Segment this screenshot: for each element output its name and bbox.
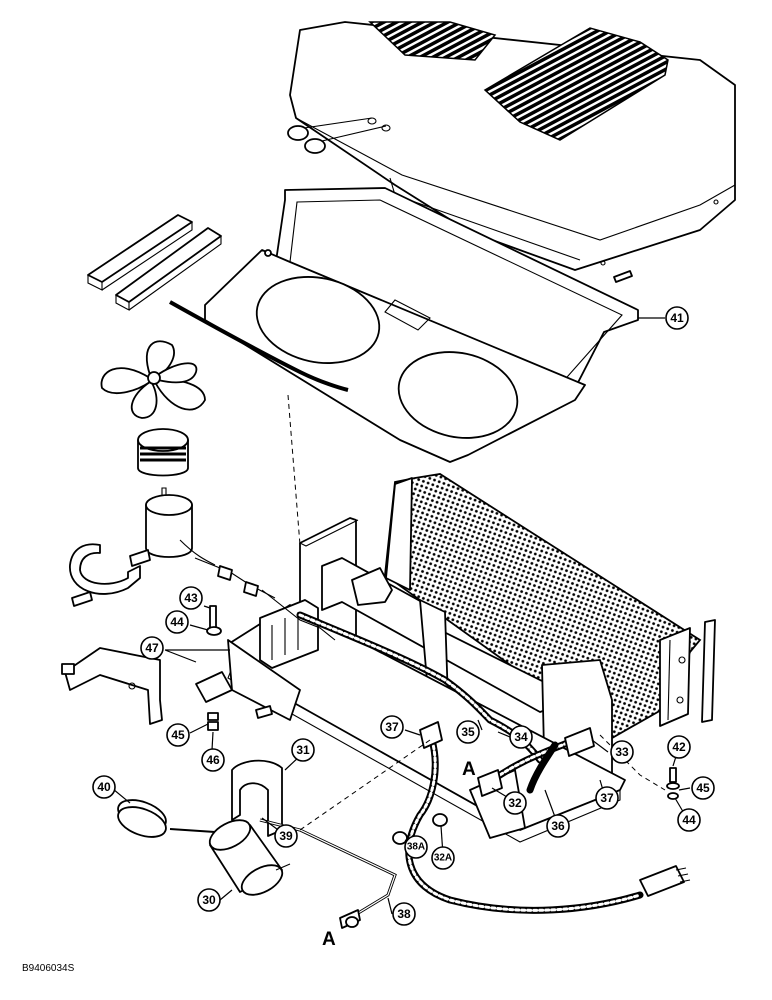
svg-text:44: 44 bbox=[170, 615, 184, 629]
svg-text:32A: 32A bbox=[434, 853, 452, 864]
figure-id: B9406034S bbox=[22, 963, 75, 974]
callout-38a: 38A bbox=[404, 835, 428, 859]
svg-text:41: 41 bbox=[670, 311, 684, 325]
svg-text:46: 46 bbox=[206, 753, 220, 767]
small-bracket bbox=[195, 671, 233, 703]
condenser-core bbox=[384, 473, 702, 740]
svg-text:44: 44 bbox=[682, 813, 696, 827]
callout-43: 43 bbox=[179, 586, 203, 610]
svg-text:47: 47 bbox=[145, 641, 159, 655]
svg-text:31: 31 bbox=[296, 743, 310, 757]
callout-37-right: 37 bbox=[595, 786, 619, 810]
callout-35: 35 bbox=[456, 720, 480, 744]
callout-33: 33 bbox=[610, 740, 634, 764]
callout-46: 46 bbox=[201, 748, 225, 772]
callout-44-right: 44 bbox=[677, 808, 701, 832]
foam-strips bbox=[87, 214, 222, 311]
svg-text:43: 43 bbox=[184, 591, 198, 605]
callout-34: 34 bbox=[509, 725, 533, 749]
clamp-ring bbox=[117, 799, 216, 838]
svg-text:30: 30 bbox=[202, 893, 216, 907]
left-cover bbox=[64, 647, 163, 725]
motor-wire-connectors bbox=[194, 557, 276, 599]
wire-lead bbox=[169, 300, 349, 392]
connector-plug bbox=[639, 865, 691, 897]
svg-text:38: 38 bbox=[397, 907, 411, 921]
callout-36: 36 bbox=[546, 814, 570, 838]
callout-30: 30 bbox=[197, 888, 221, 912]
svg-text:35: 35 bbox=[461, 725, 475, 739]
callout-38: 38 bbox=[392, 902, 416, 926]
motor-strap bbox=[69, 543, 151, 595]
callout-37: 37 bbox=[380, 715, 404, 739]
svg-text:42: 42 bbox=[672, 740, 686, 754]
cover-housing bbox=[287, 21, 736, 283]
hardware bbox=[61, 591, 680, 928]
svg-text:40: 40 bbox=[97, 780, 111, 794]
callout-45: 45 bbox=[166, 723, 190, 747]
svg-text:33: 33 bbox=[615, 745, 629, 759]
callout-31: 31 bbox=[291, 738, 315, 762]
fan-blade bbox=[100, 340, 206, 419]
fan-coupling bbox=[137, 428, 189, 477]
svg-text:45: 45 bbox=[696, 781, 710, 795]
svg-text:37: 37 bbox=[385, 720, 399, 734]
receiver-drier bbox=[208, 819, 291, 896]
callout-32a: 32A bbox=[431, 846, 455, 870]
drain-tube bbox=[701, 619, 716, 723]
blower-motor bbox=[145, 487, 216, 566]
callout-39: 39 bbox=[274, 824, 298, 848]
fan-shroud-plate bbox=[204, 249, 586, 463]
callout-41: 41 bbox=[665, 306, 689, 330]
svg-text:39: 39 bbox=[279, 829, 293, 843]
callout-40: 40 bbox=[92, 775, 116, 799]
svg-text:32: 32 bbox=[508, 796, 522, 810]
section-letter-a-upper: A bbox=[462, 759, 476, 780]
callout-45-right: 45 bbox=[691, 776, 715, 800]
svg-text:37: 37 bbox=[600, 791, 614, 805]
callout-42: 42 bbox=[667, 735, 691, 759]
svg-text:45: 45 bbox=[171, 728, 185, 742]
svg-text:38A: 38A bbox=[407, 842, 425, 853]
callout-47: 47 bbox=[140, 636, 164, 660]
section-letter-a-lower: A bbox=[322, 929, 336, 950]
drier-bracket bbox=[231, 759, 283, 837]
callout-32: 32 bbox=[503, 791, 527, 815]
callout-44: 44 bbox=[165, 610, 189, 634]
base-plate bbox=[227, 604, 626, 843]
svg-text:34: 34 bbox=[514, 730, 528, 744]
svg-text:36: 36 bbox=[551, 819, 565, 833]
